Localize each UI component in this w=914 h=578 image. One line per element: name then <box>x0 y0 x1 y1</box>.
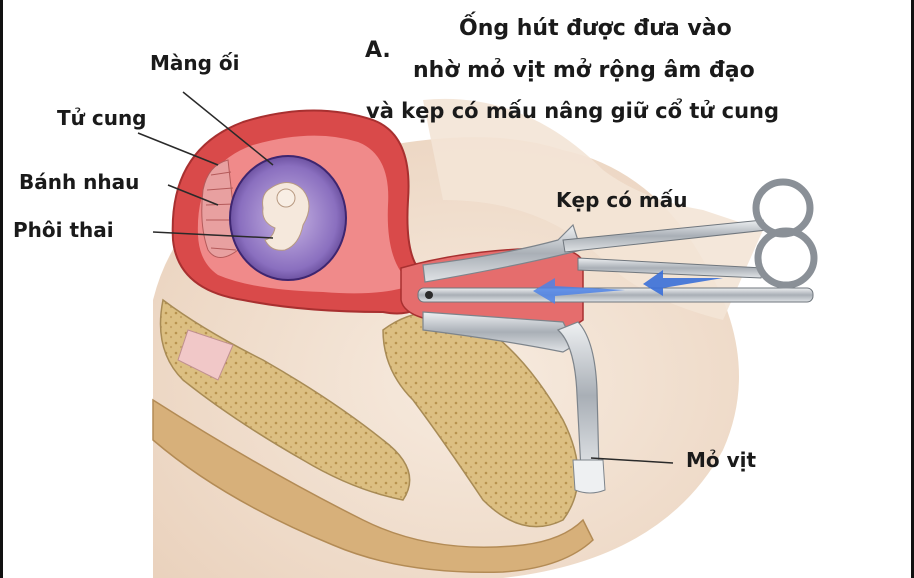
speculum-bulb <box>573 460 605 493</box>
label-tenaculum: Kẹp có mấu <box>556 190 687 210</box>
anatomy-illustration <box>3 0 911 578</box>
label-embryo: Phôi thai <box>13 220 114 240</box>
caption-line-3: và kẹp có mấu nâng giữ cổ tử cung <box>366 101 779 122</box>
panel-letter: A. <box>365 40 391 62</box>
tenaculum-ring-upper <box>756 182 810 234</box>
caption-line-2: nhờ mỏ vịt mở rộng âm đạo <box>413 60 755 82</box>
caption-line-1: Ống hút được đưa vào <box>459 18 732 40</box>
label-uterus: Tử cung <box>57 108 147 128</box>
label-amniotic-sac: Màng ối <box>150 53 240 73</box>
tenaculum-ring-lower <box>758 231 814 285</box>
label-placenta: Bánh nhau <box>19 172 139 192</box>
label-speculum: Mỏ vịt <box>686 450 756 470</box>
